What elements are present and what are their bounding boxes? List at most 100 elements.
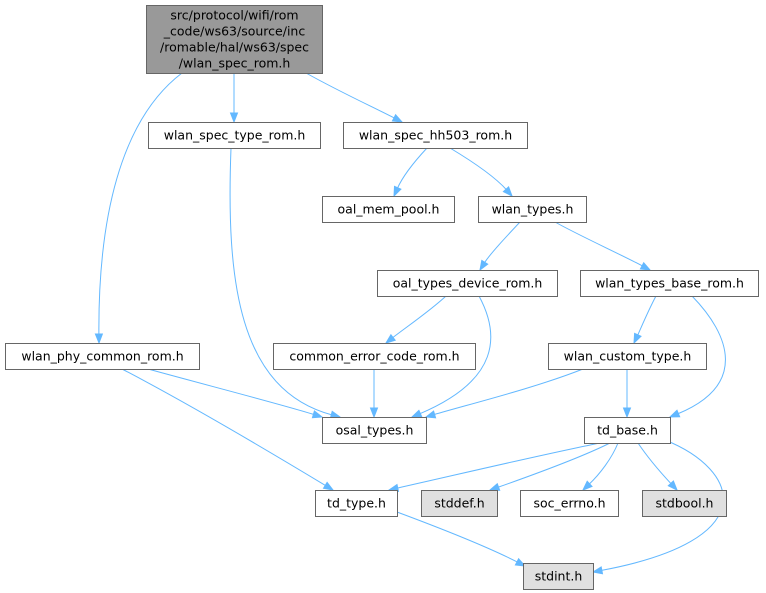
arrow-head-icon <box>384 333 397 344</box>
node-label: /romable/hal/ws63/spec <box>160 40 309 55</box>
node-osal-types[interactable]: osal_types.h <box>322 417 427 444</box>
node-label: wlan_spec_hh503_rom.h <box>359 128 512 143</box>
node-custom-type[interactable]: wlan_custom_type.h <box>548 343 707 370</box>
arrow-head-icon <box>591 566 604 575</box>
edge-line <box>449 147 508 191</box>
node-td-type[interactable]: td_type.h <box>315 490 398 517</box>
arrow-head-icon <box>311 410 324 419</box>
arrow-head-icon <box>622 407 632 419</box>
arrow-head-icon <box>410 409 423 418</box>
node-stdint[interactable]: stdint.h <box>523 563 594 590</box>
edge-wlan-types-to-wlan-types-base <box>554 221 652 271</box>
node-box[interactable] <box>421 490 498 517</box>
node-label: stdbool.h <box>656 496 714 511</box>
node-spec-hh503[interactable]: wlan_spec_hh503_rom.h <box>343 122 528 149</box>
arrow-head-icon <box>488 482 501 491</box>
edge-oal-types-device-to-osal-types <box>410 295 492 418</box>
node-box[interactable] <box>642 490 727 517</box>
node-common-error[interactable]: common_error_code_rom.h <box>273 343 476 370</box>
node-label: common_error_code_rom.h <box>289 349 459 364</box>
arrow-head-icon <box>391 113 404 123</box>
arrow-head-icon <box>393 185 402 198</box>
node-box[interactable] <box>273 343 476 370</box>
node-label: wlan_spec_type_rom.h <box>164 128 306 143</box>
node-box[interactable] <box>146 5 323 74</box>
edge-line <box>229 147 333 416</box>
edge-line <box>396 442 601 489</box>
edge-wlan-types-base-to-td-base <box>668 295 726 418</box>
node-box[interactable] <box>148 122 321 149</box>
edge-oal-types-device-to-common-error <box>384 295 447 344</box>
nodes-layer: src/protocol/wifi/rom_code/ws63/source/i… <box>5 5 759 590</box>
node-wlan-types[interactable]: wlan_types.h <box>478 196 587 223</box>
edge-wlan-types-to-oal-types-device <box>479 221 521 272</box>
node-label: osal_types.h <box>336 423 414 438</box>
node-label: stdint.h <box>535 569 583 584</box>
node-box[interactable] <box>315 490 398 517</box>
node-stdbool[interactable]: stdbool.h <box>642 490 727 517</box>
node-wlan-types-base[interactable]: wlan_types_base_rom.h <box>580 270 759 297</box>
arrow-head-icon <box>502 186 513 198</box>
node-label: oal_mem_pool.h <box>338 202 440 217</box>
edge-root-to-spec-type <box>229 73 239 124</box>
edge-line <box>98 72 183 336</box>
arrow-head-icon <box>479 259 489 272</box>
node-soc-errno[interactable]: soc_errno.h <box>520 490 619 517</box>
node-box[interactable] <box>580 270 759 297</box>
edge-line <box>588 442 619 485</box>
edge-line <box>305 72 396 119</box>
node-td-base[interactable]: td_base.h <box>584 417 671 444</box>
edge-phy-common-to-osal-types <box>147 368 324 419</box>
node-label: soc_errno.h <box>533 496 605 511</box>
edge-spec-hh503-to-wlan-types <box>449 147 513 198</box>
node-label: wlan_types_base_rom.h <box>595 276 744 291</box>
node-box[interactable] <box>322 417 427 444</box>
edge-td-base-to-stddef <box>488 442 611 491</box>
edge-line <box>147 368 315 416</box>
node-box[interactable] <box>548 343 707 370</box>
node-label: stddef.h <box>434 496 484 511</box>
node-box[interactable] <box>377 270 558 297</box>
node-phy-common[interactable]: wlan_phy_common_rom.h <box>5 343 200 370</box>
edge-td-base-to-stdbool <box>637 442 678 492</box>
edge-line <box>419 295 492 415</box>
node-spec-type[interactable]: wlan_spec_type_rom.h <box>148 122 321 149</box>
node-label: wlan_types.h <box>492 202 574 217</box>
edge-td-base-to-soc-errno <box>581 442 619 491</box>
node-box[interactable] <box>322 196 455 223</box>
node-label: wlan_custom_type.h <box>564 349 692 364</box>
edge-line <box>121 368 327 487</box>
node-oal-mem-pool[interactable]: oal_mem_pool.h <box>322 196 455 223</box>
edge-line <box>396 511 519 563</box>
arrow-head-icon <box>94 333 104 345</box>
edge-spec-type-to-osal-types <box>229 147 342 419</box>
node-label: _code/ws63/source/inc <box>163 24 306 39</box>
edge-td-type-to-stdint <box>396 511 527 567</box>
arrow-head-icon <box>369 407 379 419</box>
edge-root-to-spec-hh503 <box>305 72 404 123</box>
edge-custom-type-to-osal-types <box>424 368 584 419</box>
arrow-head-icon <box>668 409 681 418</box>
edge-root-to-phy-common <box>94 72 183 345</box>
node-stddef[interactable]: stddef.h <box>421 490 498 517</box>
node-box[interactable] <box>343 122 528 149</box>
edge-line <box>497 442 611 488</box>
edge-line <box>391 295 447 339</box>
arrow-head-icon <box>514 557 527 567</box>
node-box[interactable] <box>584 417 671 444</box>
edge-spec-hh503-to-oal-mem-pool <box>393 147 428 198</box>
node-box[interactable] <box>478 196 587 223</box>
node-box[interactable] <box>520 490 619 517</box>
node-box[interactable] <box>523 563 594 590</box>
edge-line <box>677 295 726 415</box>
node-root[interactable]: src/protocol/wifi/rom_code/ws63/source/i… <box>146 5 323 74</box>
node-label: td_type.h <box>327 496 386 511</box>
node-box[interactable] <box>5 343 200 370</box>
edge-line <box>396 147 428 189</box>
edge-line <box>637 442 672 485</box>
arrow-head-icon <box>322 481 335 491</box>
edge-line <box>433 368 584 416</box>
arrow-head-icon <box>633 332 642 345</box>
node-oal-types-device[interactable]: oal_types_device_rom.h <box>377 270 558 297</box>
